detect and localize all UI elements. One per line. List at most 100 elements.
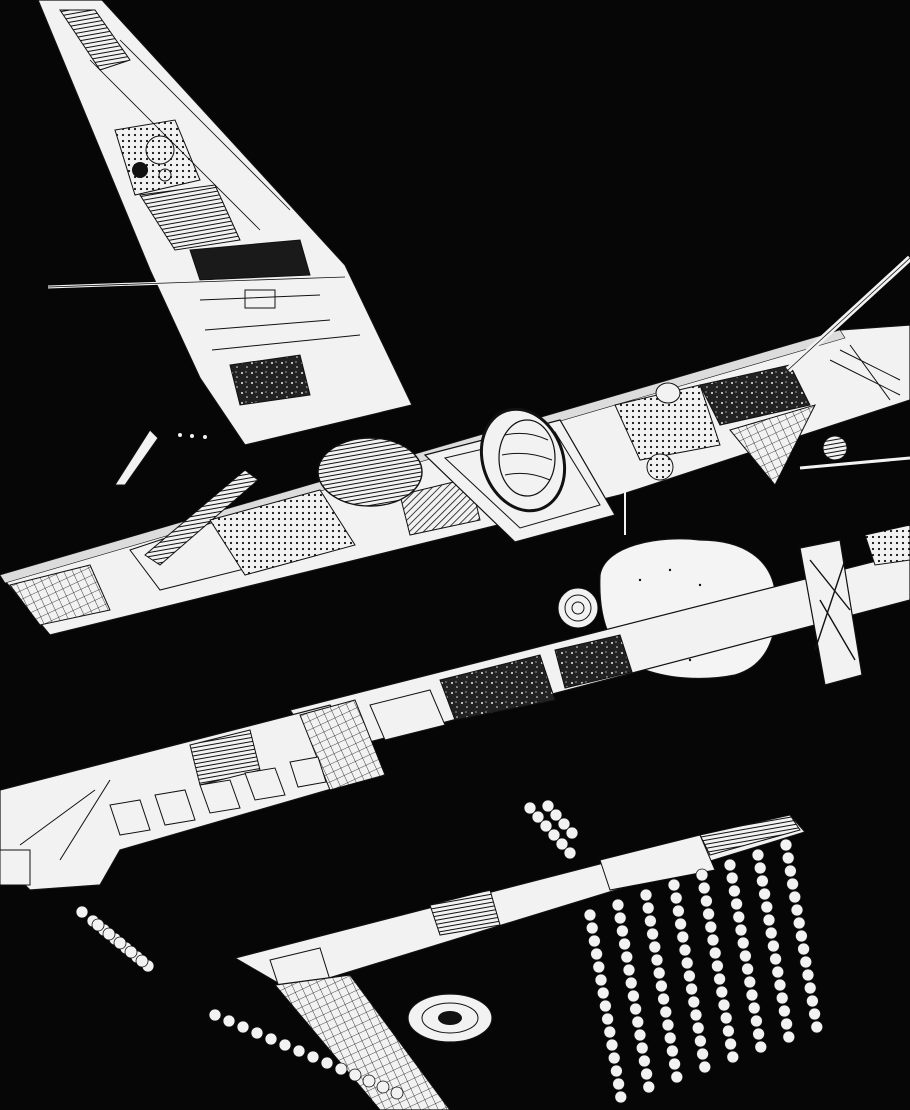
tree-mark	[611, 898, 625, 912]
tree-mark	[135, 954, 149, 968]
tree-mark	[808, 1007, 821, 1021]
tree-mark	[732, 910, 746, 924]
tree-mark	[661, 1018, 675, 1032]
tree-mark	[700, 894, 713, 908]
tree-mark	[616, 924, 629, 938]
tree-mark	[557, 817, 571, 831]
tree-mark	[775, 991, 789, 1005]
tree-mark	[713, 972, 726, 986]
tree-mark	[583, 908, 597, 922]
tree-mark	[743, 975, 757, 989]
tree-mark	[663, 1031, 677, 1045]
tree-mark	[683, 969, 696, 983]
tree-mark	[633, 1028, 647, 1042]
tree-mark	[588, 934, 601, 948]
tree-mark	[613, 911, 627, 925]
tree-mark	[670, 1070, 684, 1084]
tree-mark	[726, 1050, 740, 1064]
tree-mark	[725, 871, 739, 885]
tree-mark	[539, 819, 553, 833]
tree-mark	[622, 963, 636, 977]
tree-mark	[631, 1015, 645, 1029]
tree-mark	[708, 946, 722, 960]
tree-mark	[531, 810, 545, 824]
tree-mark	[549, 808, 563, 822]
tree-mark	[610, 1064, 623, 1078]
tree-mark	[778, 1004, 791, 1018]
tree-mark	[250, 1026, 264, 1040]
tree-mark	[91, 918, 105, 932]
tree-mark	[666, 1044, 679, 1058]
tree-mark	[236, 1020, 250, 1034]
tree-mark	[685, 982, 698, 996]
tree-mark	[782, 1030, 796, 1044]
tree-mark	[523, 801, 537, 815]
tree-mark	[667, 878, 681, 892]
tree-mark	[779, 838, 793, 852]
tree-mark	[668, 1057, 681, 1071]
tree-mark	[124, 945, 138, 959]
tree-mark	[376, 1080, 390, 1094]
tree-mark	[640, 1067, 653, 1081]
tree-mark	[644, 914, 657, 928]
tree-mark	[624, 976, 638, 990]
tree-mark	[547, 828, 561, 842]
tree-mark	[784, 864, 797, 878]
fragment-left	[114, 429, 207, 486]
tree-mark	[780, 1017, 793, 1031]
tree-mark	[750, 1014, 763, 1028]
tree-mark	[594, 973, 608, 987]
tree-mark	[612, 1077, 625, 1091]
tree-mark	[102, 927, 116, 941]
tree-mark	[801, 968, 815, 982]
tree-mark	[334, 1062, 348, 1076]
tree-mark	[646, 927, 659, 941]
strip-bottom-leg	[273, 974, 493, 1110]
tree-mark	[607, 1051, 621, 1065]
tree-mark	[620, 950, 634, 964]
tree-mark	[728, 884, 741, 898]
tree-mark	[655, 979, 668, 993]
tree-mark	[638, 1054, 651, 1068]
tree-mark	[730, 897, 743, 911]
tree-mark	[745, 988, 759, 1002]
tree-mark	[747, 1001, 761, 1015]
tree-mark	[657, 992, 670, 1006]
tree-mark	[715, 985, 729, 999]
tree-mark	[635, 1041, 649, 1055]
tree-mark	[680, 956, 694, 970]
tree-mark	[669, 891, 683, 905]
tree-mark	[306, 1050, 320, 1064]
tree-mark	[676, 930, 690, 944]
tree-mark	[585, 921, 599, 935]
tree-mark	[590, 947, 603, 961]
tree-mark	[711, 959, 724, 973]
tree-mark	[758, 887, 771, 901]
tree-mark	[650, 953, 664, 967]
tree-mark	[292, 1044, 306, 1058]
tree-mark	[694, 1034, 707, 1048]
tree-mark	[767, 939, 780, 953]
tree-mark	[719, 1011, 733, 1025]
tree-mark	[618, 937, 631, 951]
tree-mark	[790, 903, 804, 917]
tree-mark	[797, 942, 810, 956]
tree-mark	[762, 913, 776, 927]
tree-mark	[724, 1037, 737, 1051]
tree-mark	[799, 955, 813, 969]
tree-mark	[603, 1025, 617, 1039]
strip-bottom	[233, 814, 807, 991]
tree-mark	[792, 916, 806, 930]
tree-mark	[672, 904, 685, 918]
tree-mark	[781, 851, 795, 865]
tree-mark	[702, 907, 715, 921]
tree-mark	[754, 1040, 768, 1054]
tree-mark	[75, 905, 89, 919]
tree-mark	[752, 1027, 765, 1041]
tree-mark	[788, 890, 802, 904]
tree-mark	[687, 995, 701, 1009]
tree-mark	[641, 901, 655, 915]
tree-mark	[264, 1032, 278, 1046]
tree-mark	[698, 1060, 712, 1074]
